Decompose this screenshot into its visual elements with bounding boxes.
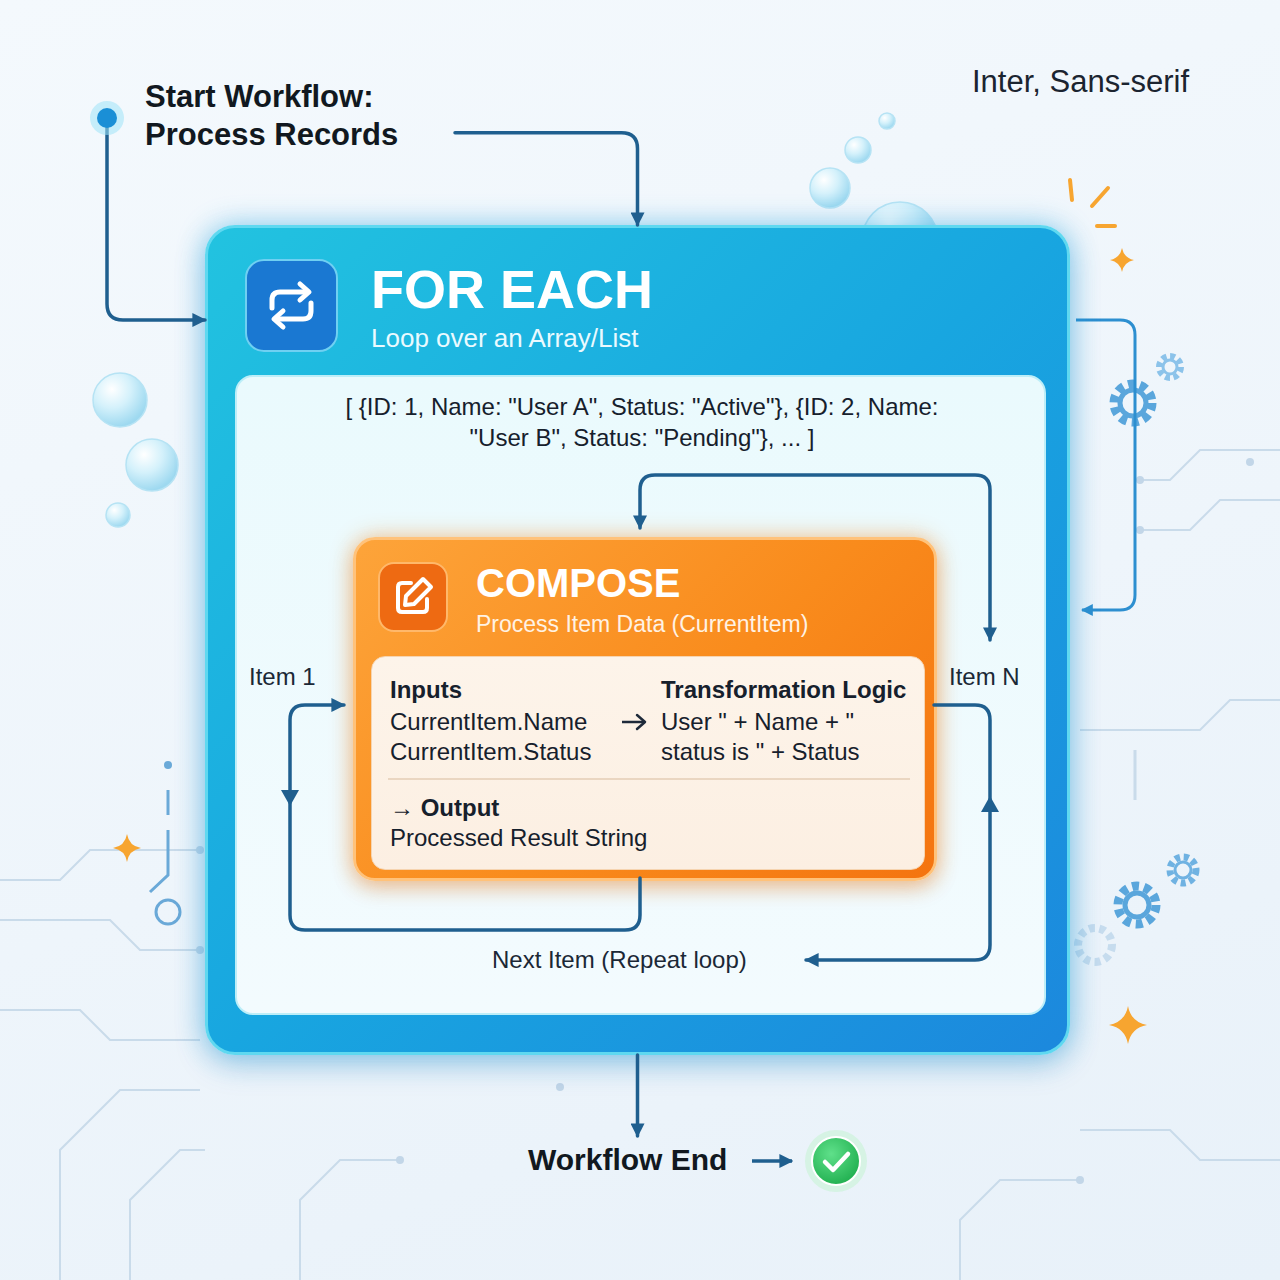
- start-label: Start Workflow: Process Records: [145, 78, 445, 154]
- gear-connector: [1076, 320, 1135, 610]
- array-data: [ {ID: 1, Name: "User A", Status: "Activ…: [342, 391, 942, 453]
- output-heading: → Output: [390, 793, 499, 823]
- compose-action: COMPOSE Process Item Data (CurrentItem) In…: [353, 537, 937, 881]
- end-text: Workflow End: [528, 1140, 727, 1180]
- spark-dashes: [1070, 180, 1115, 226]
- top-loop: [640, 475, 990, 640]
- loop-subtitle: Loop over an Array/List: [371, 322, 638, 354]
- logic-heading: Transformation Logic: [661, 675, 906, 705]
- left-loop: [290, 705, 640, 930]
- circuit-line: [1134, 750, 1137, 800]
- flow-arrow: [636, 1055, 640, 1136]
- end-arrow: [752, 1159, 792, 1163]
- inputs-heading: Inputs: [390, 675, 462, 705]
- inputs-list: CurrentItem.Name CurrentItem.Status: [390, 707, 615, 767]
- output-value: Processed Result String: [390, 823, 647, 853]
- flow-arrow: [107, 118, 205, 320]
- compose-subtitle: Process Item Data (CurrentItem): [476, 610, 808, 638]
- loop-title: FOR EACH: [371, 258, 653, 320]
- loop-direction-heads: [281, 790, 999, 812]
- end-label: Workflow End: [528, 1140, 727, 1180]
- gears: [1078, 356, 1196, 962]
- compose-title: COMPOSE: [476, 560, 680, 606]
- wire-dot: [164, 761, 172, 769]
- font-note: Inter, Sans-serif: [972, 64, 1189, 100]
- loop-icon: [244, 258, 339, 353]
- loop-item-label: Item N: [949, 663, 1020, 691]
- start-dot-glow: [90, 101, 124, 135]
- loop-repeat-label: Next Item (Repeat loop): [492, 946, 747, 974]
- circuit-dots: [196, 458, 1254, 1184]
- check-glow: [805, 1130, 867, 1192]
- right-loop: [806, 705, 990, 960]
- start-dot: [97, 108, 117, 128]
- check-circle: [812, 1137, 860, 1185]
- check-mark: [825, 1154, 848, 1170]
- circuit-lines: [0, 450, 1280, 1280]
- flow-arrow: [455, 133, 638, 225]
- side-wire: [150, 790, 180, 924]
- start-text: Start Workflow: Process Records: [145, 78, 445, 154]
- loop-item-label: Item 1: [249, 663, 316, 691]
- logic-expression: User " + Name + " status is " + Status: [661, 707, 906, 767]
- edit-icon: [377, 561, 449, 633]
- compose-detail-card: InputsCurrentItem.Name CurrentItem.Statu…: [371, 656, 925, 870]
